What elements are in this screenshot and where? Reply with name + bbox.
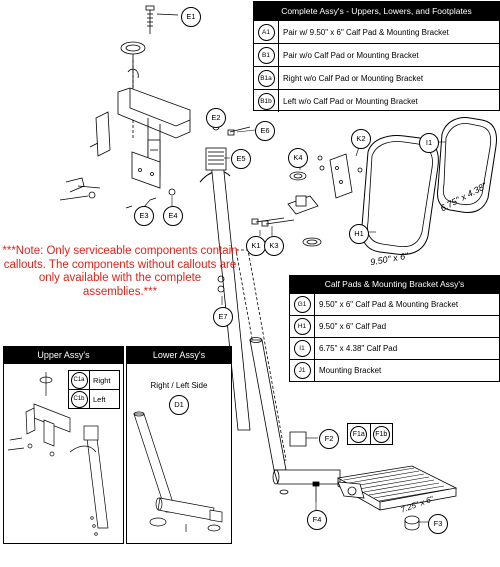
callout-d1[interactable]: D1 xyxy=(169,395,189,415)
table-row: B1 Pair w/o Calf Pad or Mounting Bracket xyxy=(254,43,499,66)
upper-assy-title: Upper Assy's xyxy=(4,347,123,364)
row-text: Mounting Bracket xyxy=(319,366,382,375)
row-text: Left w/o Calf Pad or Mounting Bracket xyxy=(283,96,418,106)
table-row: I1 6.75" x 4.38" Calf Pad xyxy=(290,337,499,359)
row-text: 9.50" x 6" Calf Pad & Mounting Bracket xyxy=(319,300,459,309)
callout-i1-table[interactable]: I1 xyxy=(293,340,311,357)
calf-pad-table-title: Calf Pads & Mounting Bracket Assy's xyxy=(290,276,499,293)
upper-option-right: Right xyxy=(93,375,111,385)
row-text: Pair w/o Calf Pad or Mounting Bracket xyxy=(283,50,419,60)
callout-c1b[interactable]: C1b xyxy=(70,390,88,408)
lower-assy-title: Lower Assy's xyxy=(127,347,231,364)
complete-assy-table: Complete Assy's - Uppers, Lowers, and Fo… xyxy=(253,1,500,112)
bolt-e1-art xyxy=(145,5,179,34)
table-row: A1 Pair w/ 9.50" x 6" Calf Pad & Mountin… xyxy=(254,20,499,43)
callout-h1-table[interactable]: H1 xyxy=(293,318,311,335)
callout-f1b[interactable]: F1b xyxy=(372,425,390,443)
complete-assy-table-title: Complete Assy's - Uppers, Lowers, and Fo… xyxy=(254,2,499,20)
callout-k4[interactable]: K4 xyxy=(288,148,308,168)
upper-assy-panel: Upper Assy's C1a Right C1b Left xyxy=(3,346,124,544)
table-row: G1 9.50" x 6" Calf Pad & Mounting Bracke… xyxy=(290,293,499,315)
table-row: J1 Mounting Bracket xyxy=(290,359,499,381)
callout-i1[interactable]: I1 xyxy=(419,133,439,153)
upper-option-left: Left xyxy=(93,394,106,404)
callout-f3[interactable]: F3 xyxy=(428,514,448,534)
callout-c1a[interactable]: C1a xyxy=(70,371,88,389)
callout-b1b[interactable]: B1b xyxy=(257,92,275,110)
callout-k3[interactable]: K3 xyxy=(264,236,284,256)
callout-e6[interactable]: E6 xyxy=(255,121,275,141)
callout-g1[interactable]: G1 xyxy=(293,296,311,313)
callout-b1[interactable]: B1 xyxy=(257,46,275,64)
callout-j1[interactable]: J1 xyxy=(293,362,311,379)
row-text: Right w/o Calf Pad or Mounting Bracket xyxy=(283,73,424,83)
lower-assy-subtitle: Right / Left Side xyxy=(150,381,208,390)
table-row: B1b Left w/o Calf Pad or Mounting Bracke… xyxy=(254,89,499,112)
upper-assy-options: C1a Right C1b Left xyxy=(68,370,120,409)
table-row: H1 9.50" x 6" Calf Pad xyxy=(290,315,499,337)
row-text: Pair w/ 9.50" x 6" Calf Pad & Mounting B… xyxy=(283,27,449,37)
callout-e7[interactable]: E7 xyxy=(213,307,233,327)
callout-e1[interactable]: E1 xyxy=(181,7,201,27)
calf-pad-table: Calf Pads & Mounting Bracket Assy's G1 9… xyxy=(289,275,500,382)
callout-f2[interactable]: F2 xyxy=(319,429,339,449)
callout-h1[interactable]: H1 xyxy=(349,224,369,244)
callout-b1a[interactable]: B1a xyxy=(257,69,275,87)
callout-e4[interactable]: E4 xyxy=(163,206,183,226)
table-row: B1a Right w/o Calf Pad or Mounting Brack… xyxy=(254,66,499,89)
callout-f1a[interactable]: F1a xyxy=(350,425,368,443)
callout-f4[interactable]: F4 xyxy=(307,510,327,530)
lower-assy-panel: Lower Assy's Right / Left Side D1 xyxy=(126,346,232,544)
footplate-callout-box: F1a F1b xyxy=(347,423,393,445)
callout-k1[interactable]: K1 xyxy=(246,236,266,256)
row-text: 9.50" x 6" Calf Pad xyxy=(319,322,387,331)
row-text: 6.75" x 4.38" Calf Pad xyxy=(319,344,398,353)
callout-e3[interactable]: E3 xyxy=(134,206,154,226)
callout-a1[interactable]: A1 xyxy=(257,23,275,41)
serviceable-components-note: ***Note: Only serviceable components con… xyxy=(2,245,238,298)
callout-e2[interactable]: E2 xyxy=(206,108,226,128)
callout-k2[interactable]: K2 xyxy=(351,129,371,149)
callout-e5[interactable]: E5 xyxy=(231,149,251,169)
